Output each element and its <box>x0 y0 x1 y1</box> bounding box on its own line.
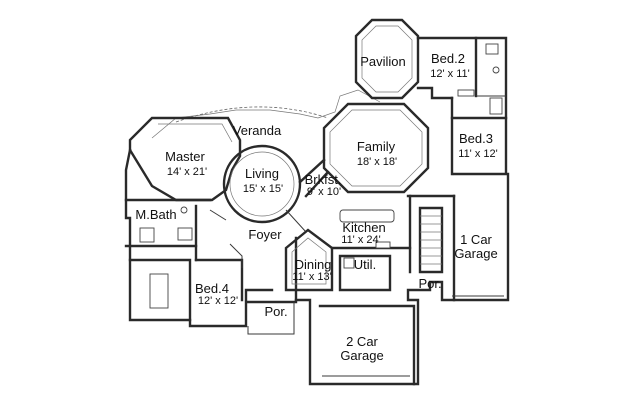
pavilion-room <box>354 18 420 100</box>
front-porch <box>247 302 295 335</box>
kitchen-dims: 11' x 24' <box>341 234 380 246</box>
sink-icon <box>177 227 193 241</box>
washer-icon <box>343 257 355 269</box>
family-room <box>322 102 430 194</box>
brkfst-label: Brkfst. <box>305 172 342 187</box>
pavilion-label: Pavilion <box>360 54 406 69</box>
toilet-icon <box>485 43 499 55</box>
master-room <box>128 116 242 202</box>
garage2-room <box>318 304 416 386</box>
mbath-label: M.Bath <box>135 207 176 222</box>
bedroom-wing-right <box>416 36 508 176</box>
bed2-dims: 12' x 11' <box>430 68 469 80</box>
family-label: Family <box>357 139 396 154</box>
stair <box>406 194 456 274</box>
bed3-label: Bed.3 <box>459 131 493 146</box>
garage1-label: 1 Car <box>460 232 492 247</box>
foyer-label: Foyer <box>248 227 282 242</box>
brkfst-dims: 9' x 10' <box>307 186 341 198</box>
kitchen-label: Kitchen <box>342 220 385 235</box>
foyer-area <box>209 209 307 302</box>
range-icon <box>375 241 391 249</box>
living-room <box>222 144 302 224</box>
bed4-room <box>128 243 244 322</box>
veranda-outline <box>151 89 381 139</box>
kitchen-island-icon <box>339 209 395 223</box>
exterior-wall <box>124 148 510 386</box>
master-dims: 14' x 21' <box>167 166 207 178</box>
sink-icon <box>492 66 500 74</box>
garage2-label: 2 Car <box>346 334 378 349</box>
bed3-dims: 11' x 12' <box>458 148 497 160</box>
living-label: Living <box>245 166 279 181</box>
closet-icon <box>149 273 169 309</box>
bed4-dims: 12' x 12' <box>198 295 238 307</box>
tub-icon <box>489 97 503 115</box>
util-label: Util. <box>354 257 376 272</box>
master-bath <box>124 198 212 262</box>
closet-icon <box>457 89 475 97</box>
kitchen-room <box>330 194 412 274</box>
por-right-label: Por. <box>418 276 441 291</box>
por-front-label: Por. <box>264 304 287 319</box>
dining-label: Dining <box>295 257 332 272</box>
living-dims: 15' x 15' <box>243 183 283 195</box>
bed4-label: Bed.4 <box>195 281 229 296</box>
garage2-sublabel: Garage <box>340 348 383 363</box>
bed2-label: Bed.2 <box>431 51 465 66</box>
utility-room <box>338 254 392 292</box>
veranda-arch <box>175 106 329 123</box>
toilet-icon <box>180 206 188 214</box>
master-label: Master <box>165 149 205 164</box>
dining-dims: 11' x 13' <box>292 271 331 283</box>
family-dims: 18' x 18' <box>357 156 397 168</box>
garage1-sublabel: Garage <box>454 246 497 261</box>
veranda-label: Veranda <box>233 123 282 138</box>
tub-icon <box>139 227 155 243</box>
dining-room <box>284 228 334 292</box>
